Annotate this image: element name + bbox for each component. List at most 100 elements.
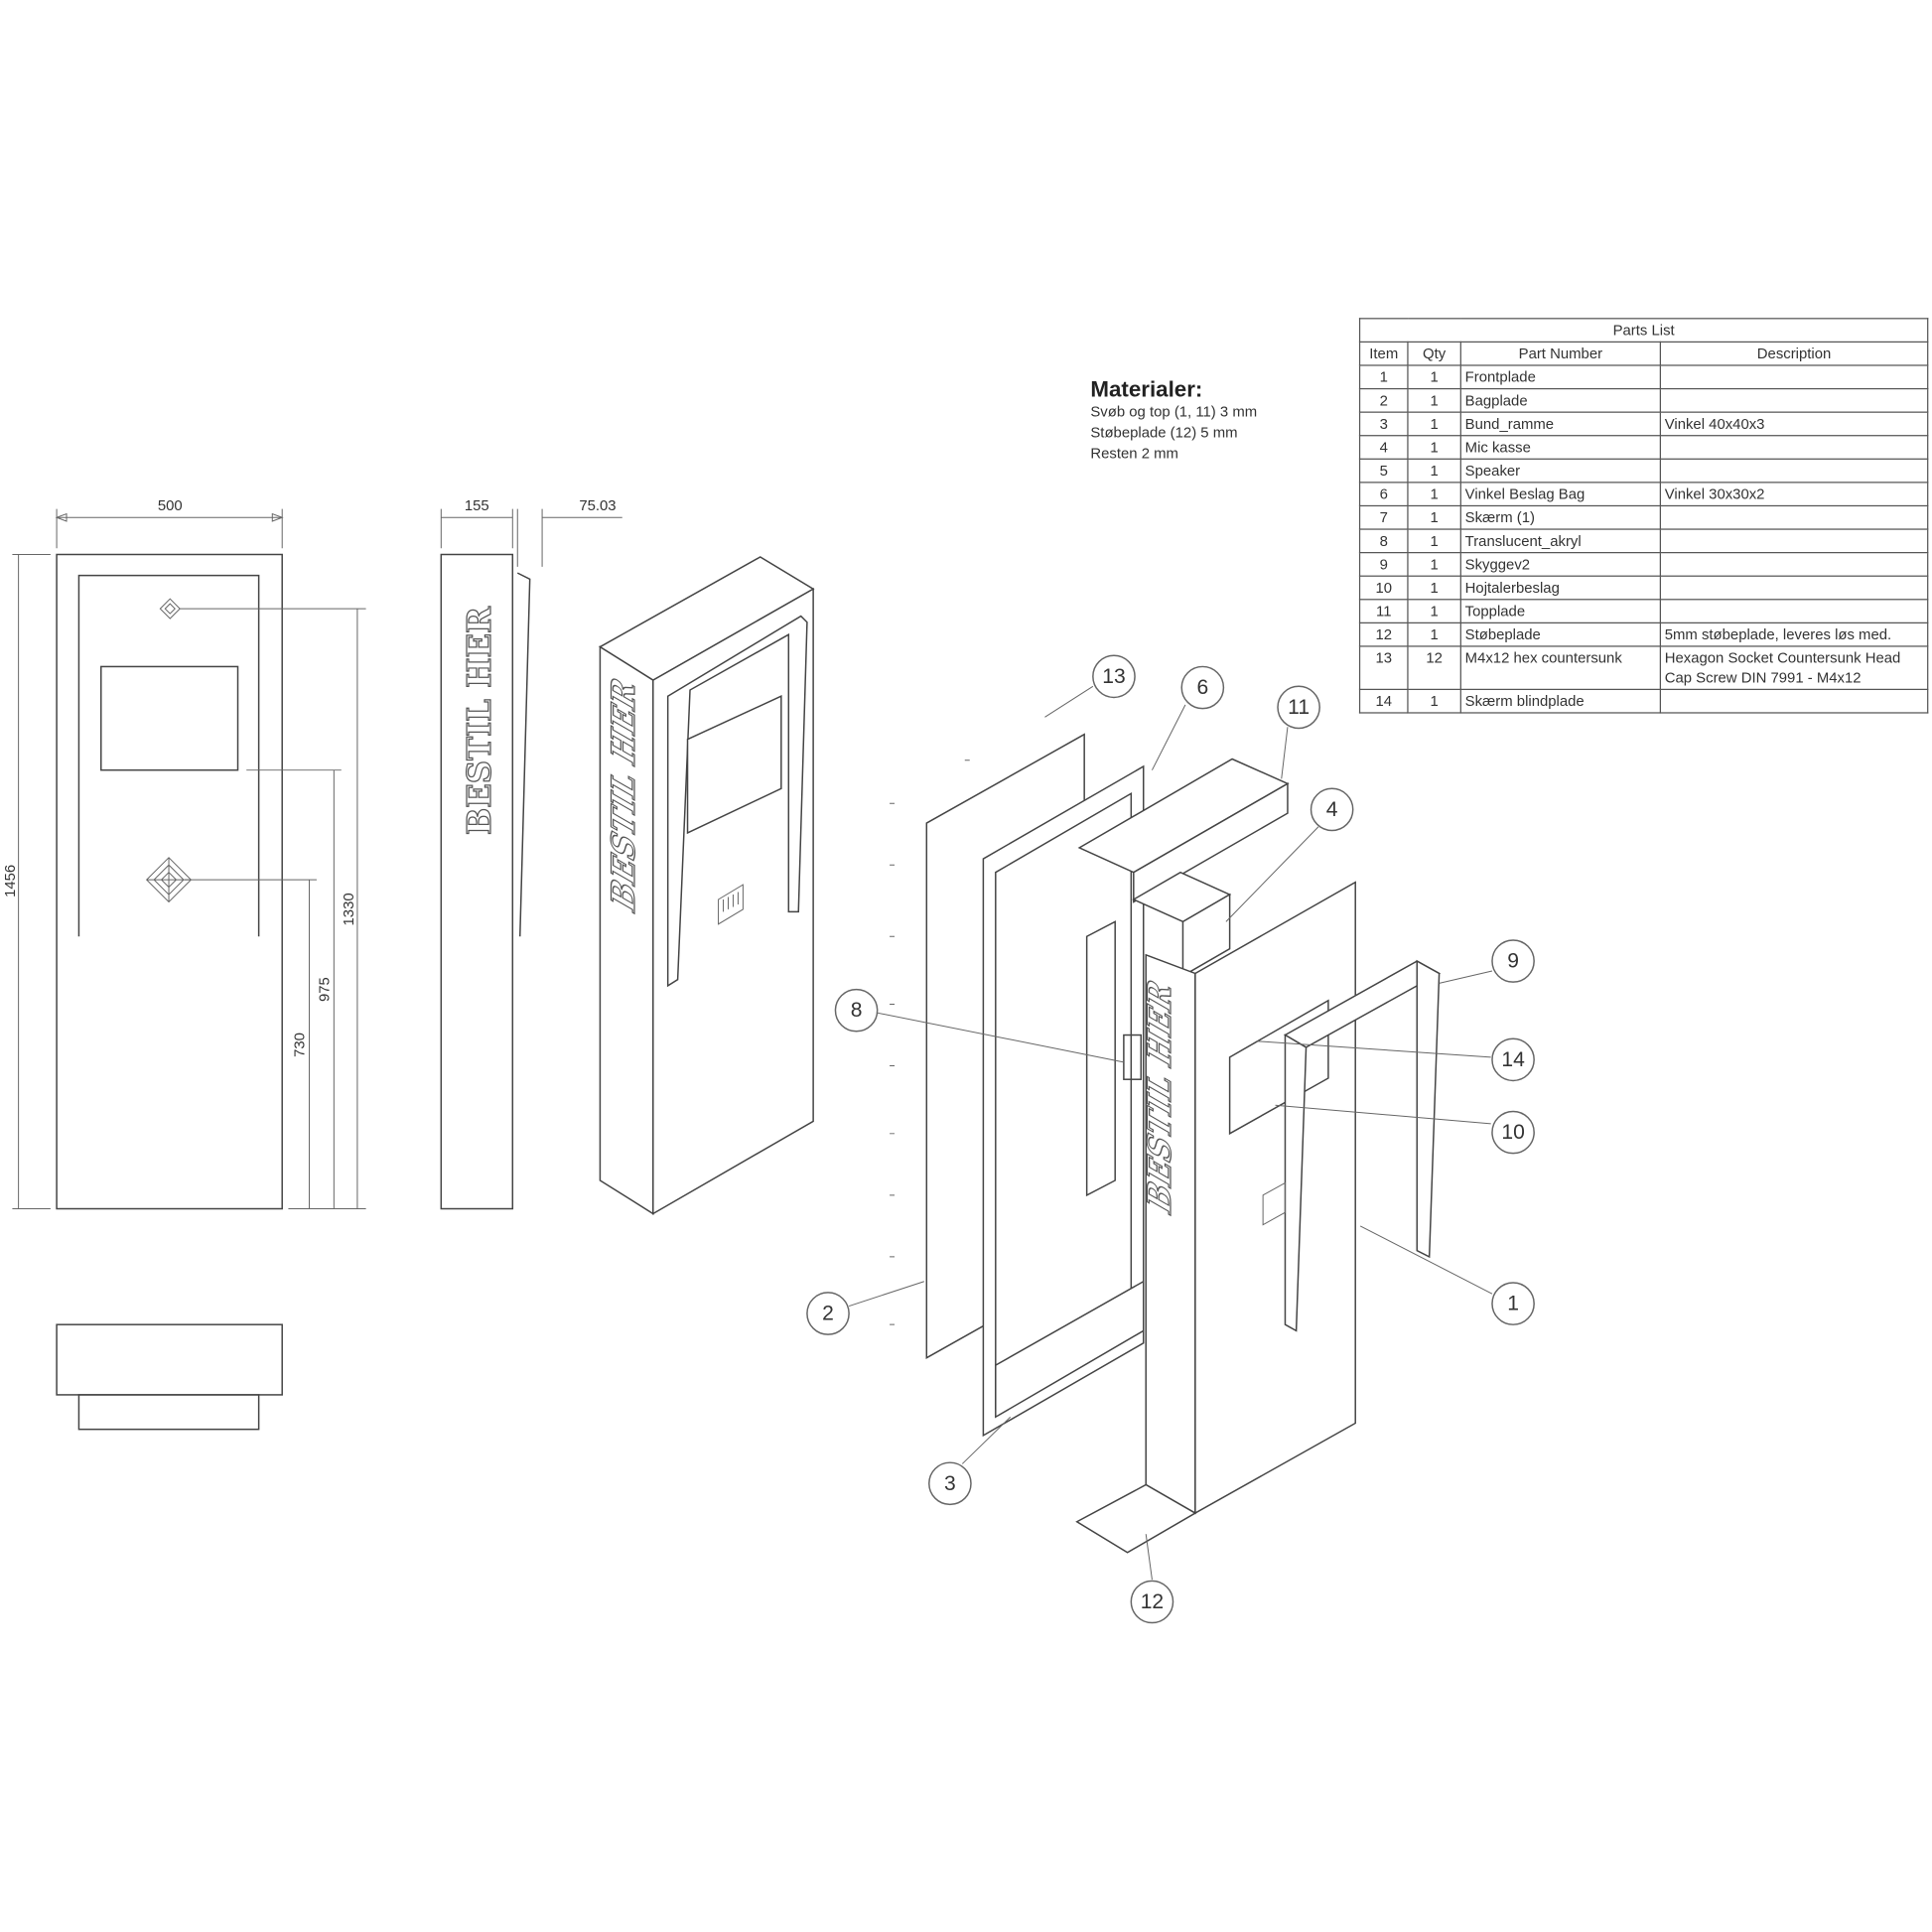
svg-text:14: 14 <box>1501 1048 1525 1071</box>
materials-note: Materialer: Svøb og top (1, 11) 3 mm Stø… <box>1090 377 1257 465</box>
cell-item: 1 <box>1358 364 1409 390</box>
svg-text:6: 6 <box>1196 676 1208 699</box>
parts-list-title: Parts List <box>1358 318 1929 344</box>
cell-qty: 1 <box>1407 504 1461 530</box>
svg-text:12: 12 <box>1141 1590 1164 1613</box>
cell-qty: 1 <box>1407 482 1461 507</box>
materials-line: Resten 2 mm <box>1090 445 1178 463</box>
cell-desc: Vinkel 40x40x3 <box>1659 411 1929 437</box>
cell-item: 7 <box>1358 504 1409 530</box>
cell-part: Støbeplade <box>1459 621 1662 647</box>
cell-desc <box>1659 387 1929 413</box>
svg-text:1: 1 <box>1507 1293 1519 1315</box>
cell-item: 11 <box>1358 599 1409 623</box>
cell-qty: 1 <box>1407 458 1461 483</box>
col-item: Item <box>1358 341 1409 366</box>
balloon-10: 10 <box>1491 1110 1535 1155</box>
cell-item: 13 <box>1358 645 1409 691</box>
cell-qty: 1 <box>1407 621 1461 647</box>
cell-qty: 1 <box>1407 411 1461 437</box>
balloon-3: 3 <box>928 1461 972 1506</box>
cell-desc <box>1659 688 1929 714</box>
cell-part: Hojtalerbeslag <box>1459 575 1662 601</box>
dim-width: 500 <box>158 498 183 514</box>
cell-desc <box>1659 528 1929 554</box>
svg-text:2: 2 <box>822 1303 834 1325</box>
isometric-view: BESTIL HER <box>598 556 815 1215</box>
cell-qty: 1 <box>1407 575 1461 601</box>
brand-text-iso: BESTIL HER <box>606 669 643 920</box>
screen-cutout <box>100 665 239 771</box>
cell-desc: 5mm støbeplade, leveres løs med. <box>1659 621 1929 647</box>
parts-list-table: Parts List Item Qty Part Number Descript… <box>1358 318 1929 714</box>
cell-part: Mic kasse <box>1459 435 1662 460</box>
cell-item: 10 <box>1358 575 1409 601</box>
cell-desc: Hexagon Socket Countersunk Head Cap Scre… <box>1659 645 1929 691</box>
part-8-akryl <box>1085 920 1116 1197</box>
cell-part: Bund_ramme <box>1459 411 1662 437</box>
dim-slope: 75.03 <box>579 498 616 514</box>
cell-item: 14 <box>1358 688 1409 714</box>
svg-text:10: 10 <box>1501 1121 1524 1144</box>
cell-part: Speaker <box>1459 458 1662 483</box>
cell-qty: 1 <box>1407 552 1461 577</box>
balloon-13: 13 <box>1092 654 1136 699</box>
svg-text:4: 4 <box>1326 798 1338 821</box>
cell-part: Bagplade <box>1459 387 1662 413</box>
cell-part: Frontplade <box>1459 364 1662 390</box>
brand-text-side: BESTIL HER <box>461 607 498 835</box>
cell-item: 6 <box>1358 482 1409 507</box>
front-view: 500 1456 1330 975 730 <box>3 498 366 1210</box>
balloon-4: 4 <box>1310 787 1354 832</box>
cell-part: Vinkel Beslag Bag <box>1459 482 1662 507</box>
cell-desc <box>1659 599 1929 623</box>
cell-part: M4x12 hex countersunk <box>1459 645 1662 691</box>
cell-desc <box>1659 504 1929 530</box>
cell-qty: 1 <box>1407 387 1461 413</box>
balloon-2: 2 <box>806 1292 850 1335</box>
cell-item: 3 <box>1358 411 1409 437</box>
svg-text:9: 9 <box>1507 950 1519 973</box>
cell-part: Skyggev2 <box>1459 552 1662 577</box>
cell-item: 4 <box>1358 435 1409 460</box>
cell-item: 12 <box>1358 621 1409 647</box>
dim-depth: 155 <box>465 498 489 514</box>
balloon-6: 6 <box>1180 665 1225 710</box>
cell-part: Skærm blindplade <box>1459 688 1662 714</box>
balloon-1: 1 <box>1491 1282 1535 1325</box>
col-qty: Qty <box>1407 341 1461 366</box>
balloon-9: 9 <box>1491 939 1535 983</box>
materials-line: Støbeplade (12) 5 mm <box>1090 423 1238 442</box>
cell-part: Translucent_akryl <box>1459 528 1662 554</box>
cell-item: 8 <box>1358 528 1409 554</box>
cell-qty: 12 <box>1407 645 1461 691</box>
col-part-number: Part Number <box>1459 341 1662 366</box>
exploded-view: BESTIL HER <box>848 685 1493 1581</box>
brand-text-exploded: BESTIL HER <box>1141 971 1178 1222</box>
cell-desc <box>1659 364 1929 390</box>
cell-desc <box>1659 435 1929 460</box>
cell-qty: 1 <box>1407 435 1461 460</box>
balloon-8: 8 <box>834 988 879 1033</box>
dim-975: 975 <box>317 977 333 1002</box>
bottom-view <box>56 1323 283 1431</box>
cell-part: Skærm (1) <box>1459 504 1662 530</box>
dim-1330: 1330 <box>342 893 357 925</box>
mic-holes <box>159 598 181 620</box>
balloon-14: 14 <box>1491 1037 1535 1082</box>
dim-height: 1456 <box>3 865 19 897</box>
